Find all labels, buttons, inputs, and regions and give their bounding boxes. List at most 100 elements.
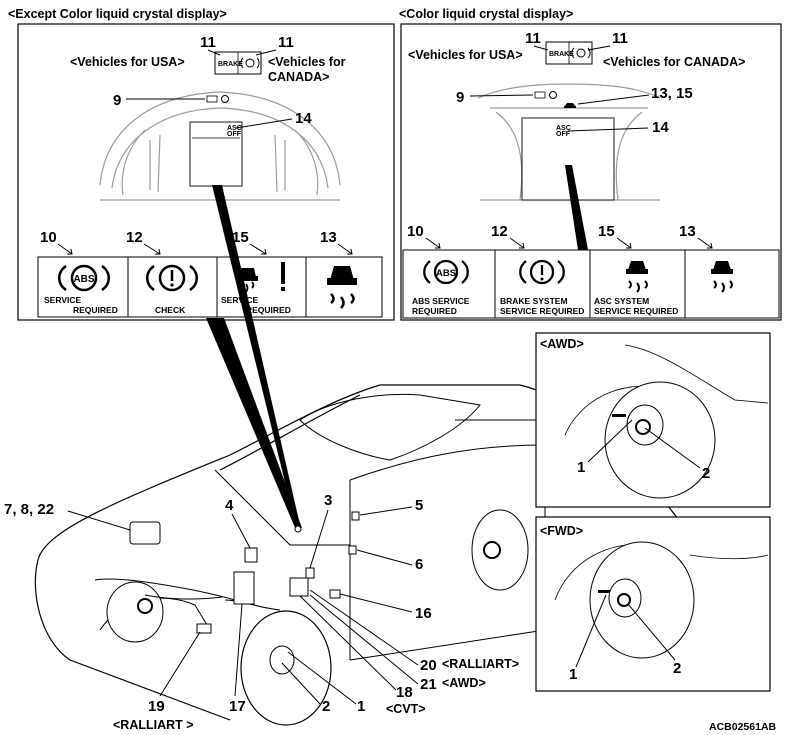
vehicles-canada-label: <Vehicles for <box>268 55 346 69</box>
asc-off-text-2: OFF <box>227 131 242 138</box>
callout-10: 10 <box>40 229 57 246</box>
gauge-cluster-drawing: ASC OFF <box>99 91 341 201</box>
front-left-wheel <box>106 581 164 643</box>
abs-icon: ABS <box>423 259 469 285</box>
callout-14: 14 <box>295 110 312 127</box>
brake-warning-icon <box>145 264 199 292</box>
indicator-12-text: CHECK <box>155 305 186 315</box>
indicator-12-text: BRAKE SYSTEM <box>500 296 568 306</box>
awd-callout-1: 1 <box>577 459 585 476</box>
component-18 <box>289 577 309 597</box>
indicator-dot <box>221 95 229 103</box>
indicator-15-text: ASC SYSTEM <box>594 296 649 306</box>
indicator-15-text-2: SERVICE REQUIRED <box>594 306 678 316</box>
indicator-row: 10 ABS SERVICE REQUIRED 12 CHECK 15 <box>37 229 383 318</box>
indicator-10-text-2: REQUIRED <box>73 305 118 315</box>
callout-3: 3 <box>324 492 332 509</box>
callout-19: 19 <box>148 698 165 715</box>
info-display <box>521 117 615 201</box>
indicator-10-text-2: REQUIRED <box>412 306 457 316</box>
skid-icon <box>327 266 357 309</box>
gauge-cluster-drawing: ASC OFF <box>477 83 661 201</box>
component-17 <box>233 571 255 605</box>
vehicles-usa-label: <Vehicles for USA> <box>70 55 185 69</box>
asc-off-text: ASC <box>556 125 571 132</box>
leader-wedge-right <box>565 165 588 250</box>
switch-5 <box>351 511 360 521</box>
cvt-label: <CVT> <box>386 702 426 716</box>
callout-12: 12 <box>126 229 143 246</box>
callout-11-canada: 11 <box>612 30 628 47</box>
brake-circle-icon <box>571 47 591 59</box>
callout-5: 5 <box>415 497 423 514</box>
mini-skid-icon <box>564 103 576 108</box>
callout-12: 12 <box>491 223 508 240</box>
fwd-inset: <FWD> 1 2 <box>535 516 771 692</box>
indicator-15-text-2: REQUIRED <box>246 305 291 315</box>
callout-11-canada: 11 <box>278 34 294 51</box>
brake-lamp-text: BRAKE <box>218 61 243 68</box>
brake-lamp-text: BRAKE <box>549 51 574 58</box>
abs-hydraulic-unit <box>129 521 161 545</box>
sensor-4 <box>244 547 258 563</box>
callout-15: 15 <box>232 229 249 246</box>
panel-title: <Color liquid crystal display> <box>399 7 573 21</box>
callout-9: 9 <box>113 92 121 109</box>
awd-inset: <AWD> 1 2 <box>535 332 771 508</box>
asc-off-text: ASC <box>227 125 242 132</box>
callout-13-15: 13, 15 <box>651 85 693 102</box>
cluster-point <box>294 525 302 533</box>
figure-code: ACB02561AB <box>709 721 777 733</box>
callout-11-usa: 11 <box>200 34 216 51</box>
ralliart-label-19: <RALLIART > <box>113 718 194 732</box>
switch-6 <box>348 545 357 555</box>
callout-16: 16 <box>415 605 432 622</box>
callout-17: 17 <box>229 698 246 715</box>
indicator-10-text: SERVICE <box>44 295 81 305</box>
skid-icon <box>711 261 733 293</box>
panel-color-lcd: <Color liquid crystal display> ASC OFF B… <box>399 7 782 321</box>
awd-title: <AWD> <box>540 337 584 351</box>
car-callouts: 7, 8, 22 4 3 5 6 16 20 <RALLIART> 21 <AW… <box>4 492 519 732</box>
indicator-dot <box>549 91 557 99</box>
asc-off-text-2: OFF <box>556 131 571 138</box>
vehicles-canada-label-2: CANADA> <box>268 70 329 84</box>
abs-text: ABS <box>73 274 94 285</box>
callout-20: 20 <box>420 657 437 674</box>
callout-14: 14 <box>652 119 669 136</box>
callout-11-usa: 11 <box>525 30 541 47</box>
panel-except-color-lcd: <Except Color liquid crystal display> AS… <box>8 7 395 321</box>
indicator-10-text: ABS SERVICE <box>412 296 470 306</box>
info-display <box>189 121 243 187</box>
callout-7-8-22: 7, 8, 22 <box>4 501 54 518</box>
component-16 <box>329 589 341 599</box>
callout-13: 13 <box>679 223 696 240</box>
mini-lamp-icon <box>534 91 546 99</box>
fwd-callout-1: 1 <box>569 666 577 683</box>
vehicles-usa-label: <Vehicles for USA> <box>408 48 523 62</box>
callout-13: 13 <box>320 229 337 246</box>
fwd-callout-2: 2 <box>673 660 681 677</box>
component-3 <box>305 567 315 579</box>
ralliart-label-20: <RALLIART> <box>442 657 519 671</box>
indicator-15-text: SERVICE <box>221 295 258 305</box>
indicator-row: 10 ABS ABS SERVICE REQUIRED 12 BRAKE SYS… <box>402 223 780 319</box>
skid-icon <box>626 261 648 293</box>
vehicles-canada-label: <Vehicles for CANADA> <box>603 55 745 69</box>
callout-1: 1 <box>357 698 365 715</box>
callout-18: 18 <box>396 684 413 701</box>
callout-21: 21 <box>420 676 437 693</box>
awd-callout-2: 2 <box>702 465 710 482</box>
component-19 <box>196 623 212 634</box>
fwd-title: <FWD> <box>540 524 583 538</box>
abs-icon: ABS <box>57 264 111 292</box>
leader-wedge-left <box>212 185 300 527</box>
mini-lamp-icon <box>206 95 218 103</box>
abs-text: ABS <box>436 268 456 279</box>
panel-title: <Except Color liquid crystal display> <box>8 7 227 21</box>
callout-9: 9 <box>456 89 464 106</box>
awd-label-21: <AWD> <box>442 676 486 690</box>
callout-10: 10 <box>407 223 424 240</box>
leader-wedge-left-lower <box>206 318 302 530</box>
